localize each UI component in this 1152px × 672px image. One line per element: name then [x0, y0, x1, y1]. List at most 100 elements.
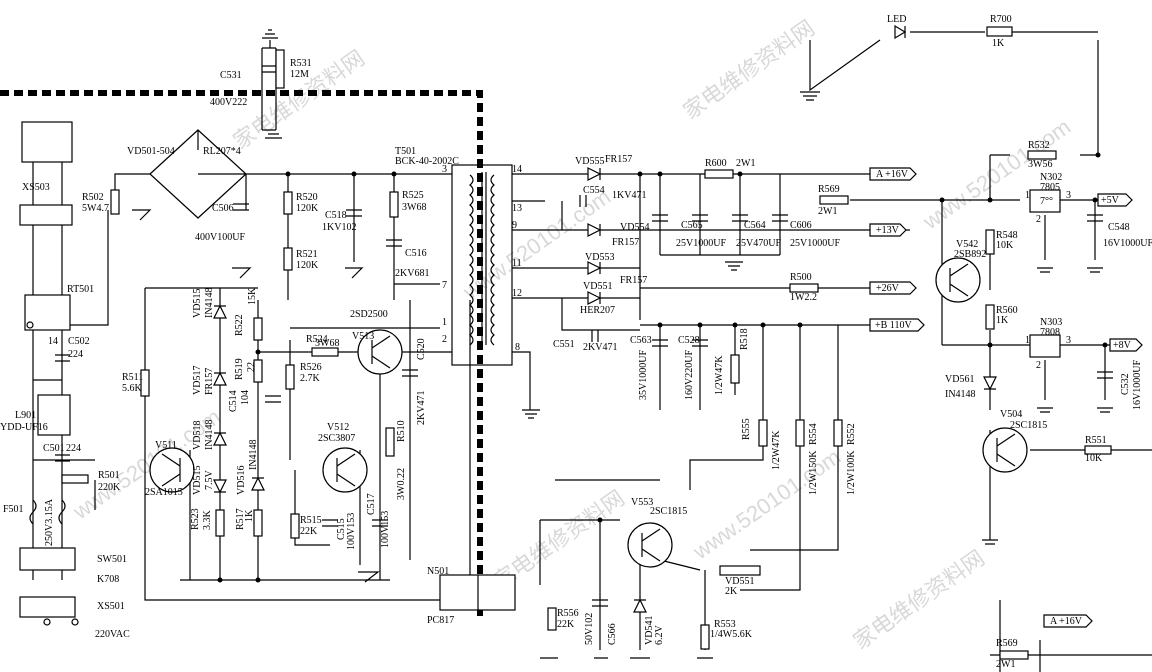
value-r551: 10K: [1085, 453, 1103, 464]
label-pc817: PC817: [427, 615, 454, 626]
label-c518: C518: [325, 210, 347, 221]
resistor-r501: [61, 474, 89, 484]
label-r560: R560: [996, 305, 1018, 316]
label-v542: V542: [956, 239, 978, 250]
plug-xs501: [19, 596, 76, 618]
value-r519: 22: [246, 362, 257, 372]
transformer-secondary: [490, 174, 495, 346]
label-vd554: VD554: [620, 222, 649, 233]
value-r532: 3W56: [1028, 159, 1052, 170]
resistor-r520: [283, 191, 293, 215]
label-vd553: VD553: [585, 252, 614, 263]
resistor-r517: [253, 509, 263, 537]
value-vd515: IN4148: [204, 287, 215, 318]
rail-arrow: [869, 318, 925, 332]
label-r700: R700: [990, 14, 1012, 25]
label-r554: R554: [808, 423, 819, 445]
pin-label: 8: [515, 342, 520, 353]
ic-mark: 7°°: [1040, 196, 1053, 207]
value-r523: 3.3K: [202, 510, 213, 531]
label-l901: L901: [15, 410, 36, 421]
label-r515: R515: [300, 515, 322, 526]
value-c554: 1KV471: [612, 190, 646, 201]
label-c554: C554: [583, 185, 605, 196]
filter-choke-l901: [37, 394, 71, 436]
value-r518: 1/2W47K: [714, 355, 725, 395]
wires: [32, 31, 1152, 672]
rail-arrow: [1109, 338, 1143, 352]
value-c502: 224: [68, 349, 83, 360]
value-c531: 400V222: [210, 97, 247, 108]
label-sw501: SW501: [97, 554, 127, 565]
value-c566: 50V102: [584, 613, 595, 645]
value-vd518: IN4148: [204, 419, 215, 450]
label-r518: R518: [739, 328, 750, 350]
value-zener: 7.5V: [204, 470, 215, 491]
resistor-r500: [789, 283, 819, 293]
label-c517: C517: [366, 493, 377, 515]
label-r525: R525: [402, 190, 424, 201]
label-c548: C548: [1108, 222, 1130, 233]
pin-label: 9: [512, 220, 517, 231]
value-vd516: IN4148: [248, 439, 259, 470]
transistor-v504: [982, 427, 1028, 473]
pin-label: 12: [512, 288, 522, 299]
label-led: LED: [887, 14, 906, 25]
watermark-text: www.520101.com: [688, 444, 845, 565]
label-c520: C520: [416, 338, 427, 360]
value-v511: 2SA1015: [145, 487, 183, 498]
components: [19, 24, 1143, 660]
label-rt501: RT501: [67, 284, 94, 295]
value-c564: 25V470UF: [736, 238, 781, 249]
diode-vd516: [251, 476, 265, 491]
resistor-r515: [290, 513, 300, 539]
resistor-r555: [758, 419, 768, 447]
value-r552: 1/2W100K: [846, 450, 857, 495]
value-vd541: 6.2V: [654, 625, 665, 646]
label-c502: C502: [68, 336, 90, 347]
label-k708: K708: [97, 574, 119, 585]
resistor-r560: [985, 304, 995, 330]
pin-label: 1: [1025, 335, 1030, 346]
label-r555: R555: [741, 418, 752, 440]
switch-sw501: [19, 547, 76, 571]
label-n302: N302: [1040, 172, 1062, 183]
label-c563: C563: [630, 335, 652, 346]
label-r552: R552: [846, 423, 857, 445]
value-v513: 2SD2500: [350, 309, 388, 320]
value-r515: 22K: [300, 526, 318, 537]
value-c517: 100V153: [380, 511, 391, 548]
label-c564: C564: [744, 220, 766, 231]
pin-label: 3: [1066, 190, 1071, 201]
rail-label-16v: A +16V: [876, 169, 909, 180]
label-r500: R500: [790, 272, 812, 283]
label-xs503: XS503: [22, 182, 50, 193]
resistor-r518: [730, 354, 740, 384]
resistor-r551: [1084, 445, 1112, 455]
label-vd551b: VD551: [725, 576, 754, 587]
value-r555: 1/2W47K: [771, 430, 782, 470]
label-vd555: VD555: [575, 156, 604, 167]
label-zener: VD515: [192, 466, 203, 495]
resistor-r700: [986, 26, 1013, 37]
resistor-r548: [985, 229, 995, 255]
resistor-r532: [1027, 150, 1057, 160]
label-r531: R531: [290, 58, 312, 69]
value-r517: 1K: [244, 509, 255, 522]
label-c515: C515: [336, 518, 347, 540]
labels: LED R700 1K R531 12M C531 400V222 VD501-…: [0, 14, 1152, 670]
diode-vd553: [587, 261, 602, 275]
value-r600: 2W1: [736, 158, 755, 169]
label-c565: C565: [681, 220, 703, 231]
value-r510: 3W0.22: [396, 468, 407, 500]
rail-arrow: [869, 223, 907, 237]
value-vd561: IN4148: [945, 389, 976, 400]
label-v504: V504: [1000, 409, 1022, 420]
transistor-v511: [149, 447, 195, 493]
transformer-primary: [469, 174, 474, 346]
label-v512: V512: [327, 422, 349, 433]
resistor-r511: [140, 369, 150, 397]
value-vd551: HER207: [580, 305, 615, 316]
value-r500: 1W2.2: [790, 292, 817, 303]
value-n302: 7805: [1040, 182, 1060, 193]
